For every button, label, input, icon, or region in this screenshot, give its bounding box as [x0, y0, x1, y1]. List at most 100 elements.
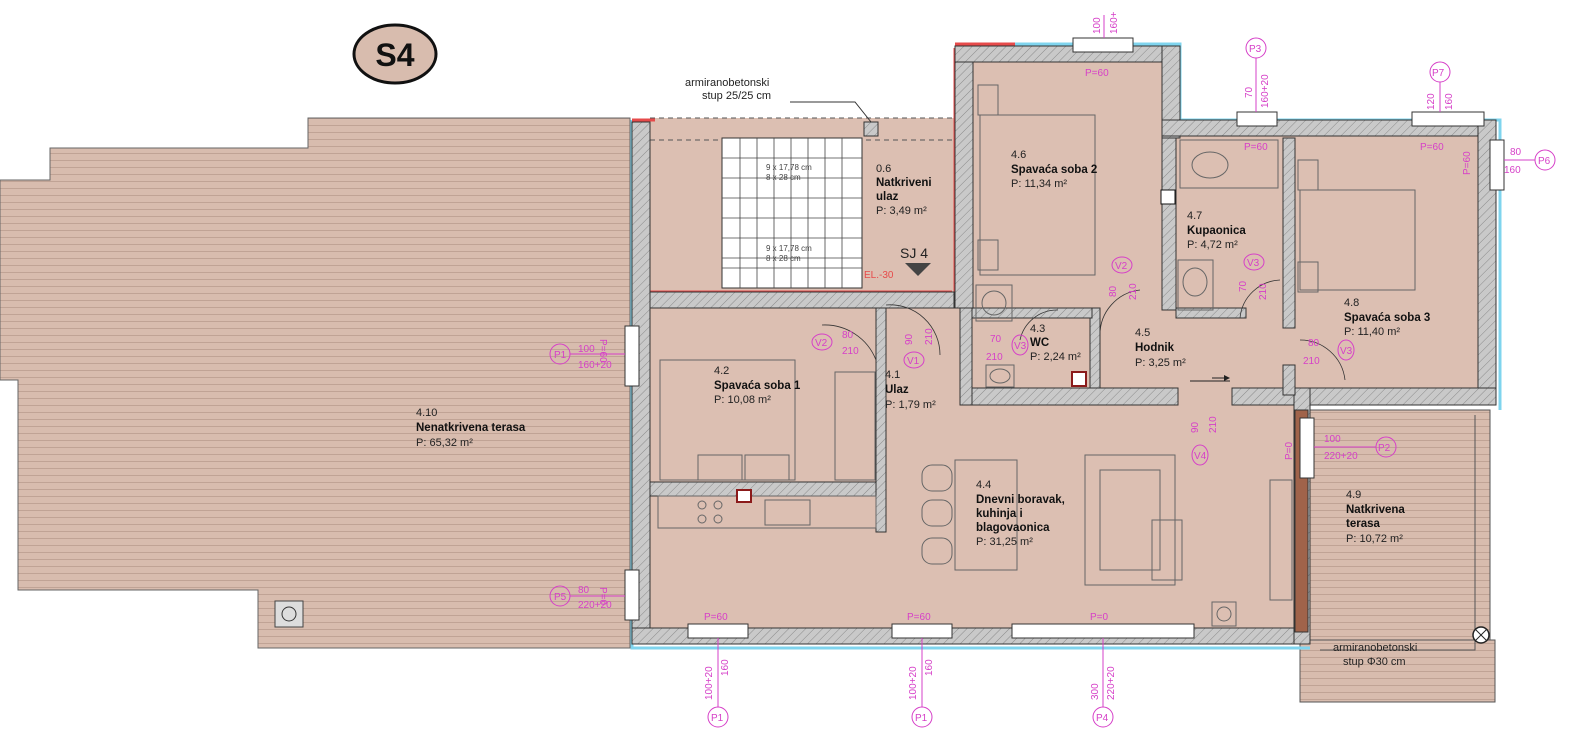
svg-text:V2: V2 — [815, 338, 828, 349]
svg-text:80: 80 — [578, 585, 590, 596]
svg-text:80: 80 — [1510, 147, 1522, 158]
svg-text:0.6: 0.6 — [876, 163, 891, 175]
svg-text:4.4: 4.4 — [976, 479, 991, 491]
door-tags — [811, 253, 1355, 466]
svg-text:V2: V2 — [1115, 261, 1128, 272]
svg-text:ulaz: ulaz — [876, 191, 899, 203]
svg-text:P: 3,25 m²: P: 3,25 m² — [1135, 357, 1186, 369]
door-tag-labels: V1 90 210 V2 80 210 V2 80 210 V3 70 210 … — [815, 258, 1353, 462]
note-column-bottom-1: armiranobetonski — [1333, 642, 1417, 654]
svg-text:P5: P5 — [554, 592, 567, 603]
svg-text:P7: P7 — [1432, 68, 1445, 79]
stair-upper-line2: 8 x 28 cm — [766, 173, 801, 182]
svg-text:P=60: P=60 — [1244, 142, 1268, 153]
sliding-door-arrow-icon — [1190, 375, 1230, 382]
svg-text:160: 160 — [720, 659, 731, 676]
svg-text:Natkrivena: Natkrivena — [1346, 504, 1405, 516]
room-4-1: 4.1 Ulaz P: 1,79 m² — [885, 369, 936, 411]
svg-text:P=0: P=0 — [1284, 441, 1295, 460]
svg-text:Nenatkrivena terasa: Nenatkrivena terasa — [416, 422, 526, 434]
svg-text:4.5: 4.5 — [1135, 327, 1150, 339]
svg-text:210: 210 — [924, 328, 935, 345]
svg-text:220+20: 220+20 — [1324, 451, 1358, 462]
stair-lower-line1: 9 x 17,78 cm — [766, 244, 812, 253]
svg-text:P4: P4 — [1096, 713, 1109, 724]
svg-text:Natkriveni: Natkriveni — [876, 177, 932, 189]
terrace-drain-circle — [281, 606, 297, 622]
svg-text:P=0: P=0 — [1090, 612, 1109, 623]
svg-text:210: 210 — [1303, 356, 1320, 367]
svg-text:90: 90 — [904, 333, 915, 345]
svg-text:P: 31,25 m²: P: 31,25 m² — [976, 536, 1033, 548]
svg-text:Dnevni boravak,: Dnevni boravak, — [976, 494, 1065, 506]
svg-text:90: 90 — [1190, 421, 1201, 433]
svg-text:220+20: 220+20 — [1106, 666, 1117, 700]
room-4-9: 4.9 Natkrivena terasa P: 10,72 m² — [1346, 489, 1405, 545]
note-column-top-2: stup 25/25 cm — [702, 90, 771, 102]
svg-text:P: 3,49 m²: P: 3,49 m² — [876, 205, 927, 217]
svg-text:Spavaća soba 3: Spavaća soba 3 — [1344, 312, 1430, 324]
svg-text:P=60: P=60 — [1420, 142, 1444, 153]
svg-text:P: 1,79 m²: P: 1,79 m² — [885, 399, 936, 411]
room-0-6: 0.6 Natkriveni ulaz P: 3,49 m² — [876, 163, 932, 217]
svg-text:80: 80 — [842, 330, 854, 341]
svg-text:P=60: P=60 — [907, 612, 931, 623]
svg-text:100+20: 100+20 — [908, 666, 919, 700]
svg-text:V1: V1 — [907, 356, 920, 367]
room-4-4: 4.4 Dnevni boravak, kuhinja i blagovaoni… — [976, 479, 1065, 548]
svg-text:P: 65,32 m²: P: 65,32 m² — [416, 437, 473, 449]
svg-text:210: 210 — [1128, 283, 1139, 300]
svg-text:P1: P1 — [554, 350, 567, 361]
furniture — [657, 84, 1416, 627]
svg-text:100: 100 — [1324, 434, 1341, 445]
svg-text:Spavaća soba 2: Spavaća soba 2 — [1011, 164, 1097, 176]
svg-text:4.1: 4.1 — [885, 369, 900, 381]
svg-text:P1: P1 — [915, 713, 928, 724]
unit-label: S4 — [375, 37, 414, 73]
unit-entry-label: SJ 4 — [900, 245, 928, 261]
svg-text:P: 11,34 m²: P: 11,34 m² — [1011, 178, 1067, 190]
room-4-5: 4.5 Hodnik P: 3,25 m² — [1135, 327, 1186, 369]
svg-text:kuhinja i: kuhinja i — [976, 508, 1023, 520]
svg-text:210: 210 — [842, 346, 859, 357]
svg-text:100: 100 — [1092, 17, 1103, 34]
svg-text:4.10: 4.10 — [416, 407, 437, 419]
svg-text:160: 160 — [1504, 165, 1521, 176]
svg-text:V4: V4 — [1194, 451, 1207, 462]
svg-text:terasa: terasa — [1346, 518, 1380, 530]
svg-text:P: 10,08 m²: P: 10,08 m² — [714, 394, 771, 406]
svg-text:WC: WC — [1030, 337, 1049, 349]
svg-text:160: 160 — [1444, 93, 1455, 110]
svg-text:80: 80 — [1308, 338, 1320, 349]
svg-text:4.2: 4.2 — [714, 365, 729, 377]
svg-text:300: 300 — [1090, 683, 1101, 700]
unit-badge: S4 — [352, 23, 438, 85]
svg-text:P1: P1 — [711, 713, 724, 724]
stair-lower-line2: 8 x 28 cm — [766, 254, 801, 263]
svg-text:P: 2,24 m²: P: 2,24 m² — [1030, 351, 1081, 363]
svg-text:P=60: P=60 — [597, 339, 608, 363]
terrace-drain — [274, 600, 304, 628]
svg-text:100+20: 100+20 — [704, 666, 715, 700]
svg-text:4.6: 4.6 — [1011, 149, 1026, 161]
svg-text:blagovaonica: blagovaonica — [976, 522, 1050, 534]
svg-text:Ulaz: Ulaz — [885, 384, 909, 396]
svg-text:P: 10,72 m²: P: 10,72 m² — [1346, 533, 1403, 545]
svg-text:80: 80 — [1108, 285, 1119, 297]
svg-text:V3: V3 — [1014, 341, 1027, 352]
svg-text:70: 70 — [990, 334, 1002, 345]
stairs: 9 x 17,78 cm 8 x 28 cm 9 x 17,78 cm 8 x … — [721, 137, 863, 289]
svg-text:Spavaća soba 1: Spavaća soba 1 — [714, 380, 801, 392]
svg-text:100: 100 — [578, 344, 595, 355]
svg-text:P: 4,72 m²: P: 4,72 m² — [1187, 239, 1238, 251]
window-tag-labels: P1 100 160+20 P=60 P5 80 220+20 P=0 P3 7… — [554, 11, 1551, 724]
svg-text:210: 210 — [986, 352, 1003, 363]
svg-text:160+20: 160+20 — [578, 360, 612, 371]
svg-text:220+20: 220+20 — [578, 600, 612, 611]
svg-text:210: 210 — [1258, 283, 1269, 300]
window-openings — [624, 37, 1505, 639]
svg-text:4.7: 4.7 — [1187, 210, 1202, 222]
room-4-3: 4.3 WC P: 2,24 m² — [1030, 323, 1081, 363]
svg-text:4.8: 4.8 — [1344, 297, 1359, 309]
